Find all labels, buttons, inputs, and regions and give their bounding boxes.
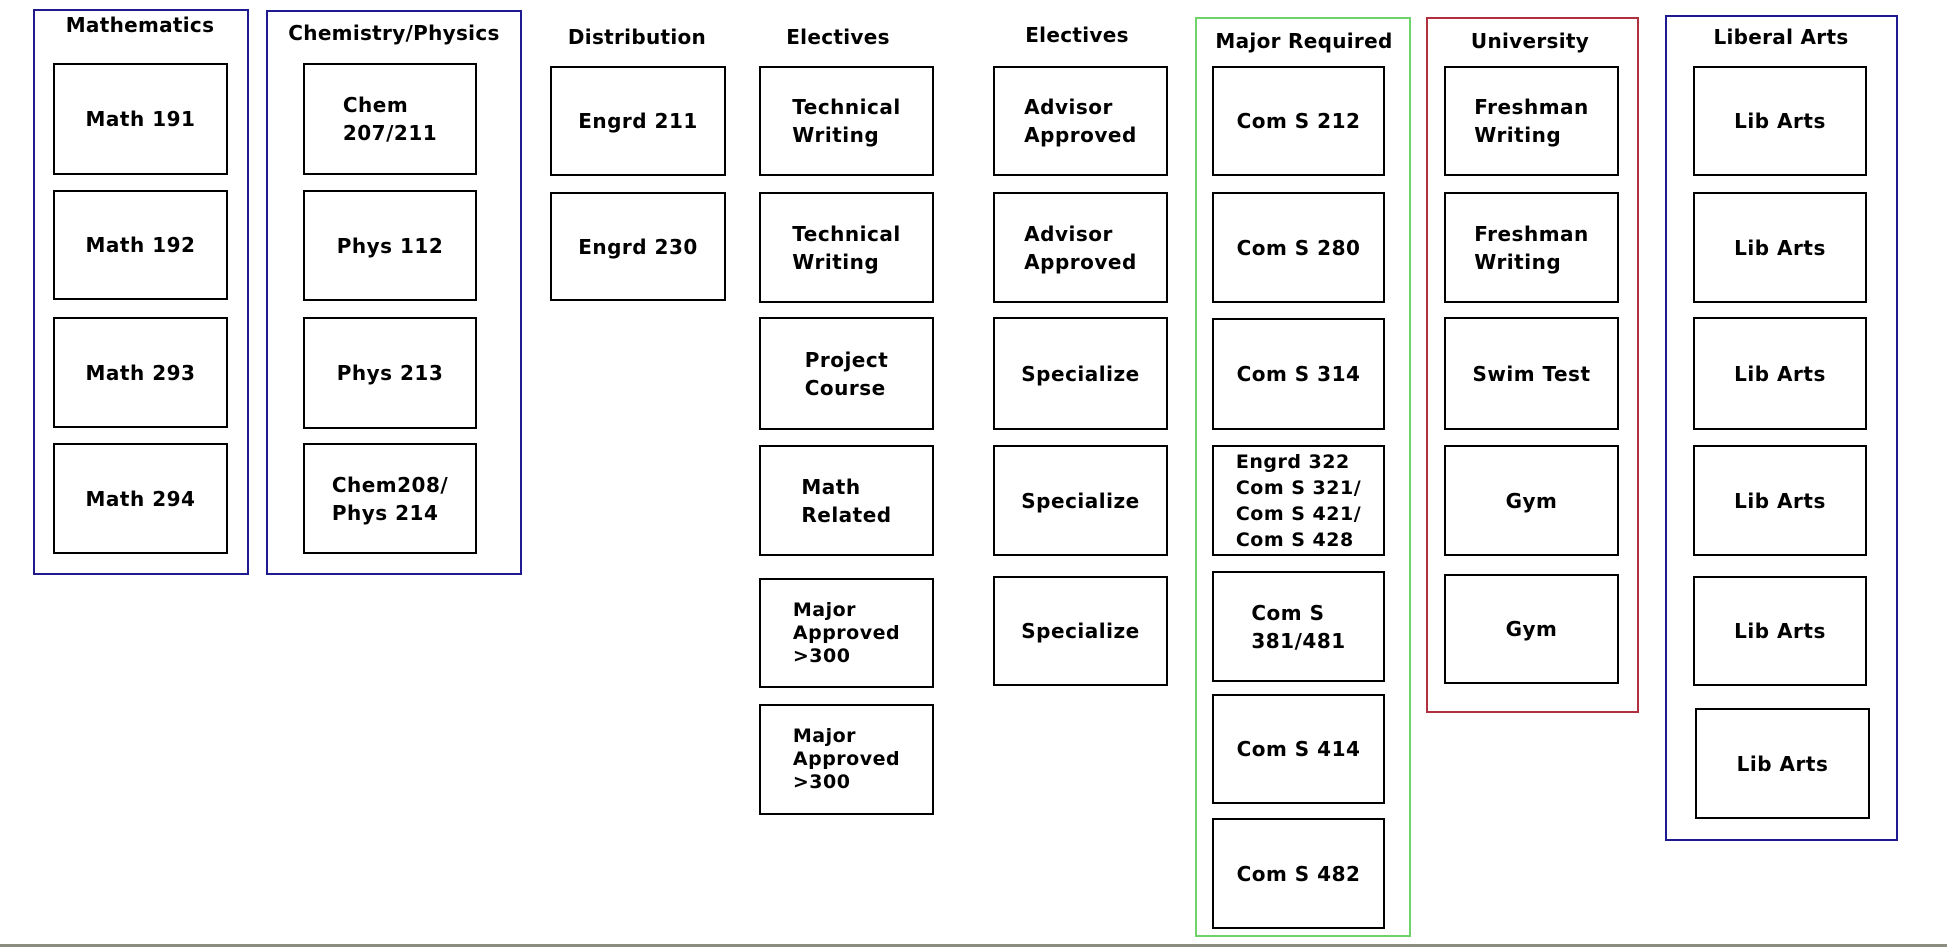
course-label: Math 191	[85, 107, 196, 131]
course-box[interactable]: Math 293	[53, 317, 228, 428]
course-label: Chem 207/211	[342, 93, 438, 145]
course-box[interactable]: Chem 207/211	[303, 63, 477, 175]
course-label: Project Course	[804, 347, 889, 400]
course-box[interactable]: Com S 212	[1212, 66, 1385, 176]
course-box[interactable]: Specialize	[993, 317, 1168, 430]
course-label: Freshman Writing	[1474, 95, 1589, 147]
course-box[interactable]: Engrd 230	[550, 192, 726, 301]
course-label: Lib Arts	[1734, 488, 1826, 513]
course-box[interactable]: Gym	[1444, 574, 1619, 684]
course-label: Freshman Writing	[1474, 221, 1589, 274]
course-box[interactable]: Gym	[1444, 445, 1619, 556]
course-label: Gym	[1505, 617, 1558, 641]
course-label: Chem208/ Phys 214	[331, 472, 449, 525]
course-box[interactable]: Lib Arts	[1693, 192, 1867, 303]
course-label: Lib Arts	[1734, 619, 1826, 643]
course-box[interactable]: Specialize	[993, 576, 1168, 686]
course-label: Com S 314	[1236, 362, 1361, 386]
course-box[interactable]: Com S 482	[1212, 818, 1385, 929]
course-box[interactable]: Technical Writing	[759, 66, 934, 176]
course-label: Specialize	[1021, 619, 1140, 643]
course-box[interactable]: Swim Test	[1444, 317, 1619, 430]
course-box[interactable]: Lib Arts	[1693, 445, 1867, 556]
course-box[interactable]: Phys 112	[303, 190, 477, 301]
course-box[interactable]: Engrd 322 Com S 321/ Com S 421/ Com S 42…	[1212, 445, 1385, 556]
course-box[interactable]: Math 294	[53, 443, 228, 554]
course-box[interactable]: Math Related	[759, 445, 934, 556]
course-label: Com S 381/481	[1251, 600, 1346, 653]
header-university: University	[1470, 29, 1590, 53]
course-label: Swim Test	[1472, 361, 1591, 386]
header-major-required: Major Required	[1215, 29, 1393, 53]
course-box[interactable]: Specialize	[993, 445, 1168, 556]
course-box[interactable]: Lib Arts	[1695, 708, 1870, 819]
course-label: Phys 213	[336, 361, 444, 385]
course-label: Major Approved >300	[792, 725, 901, 793]
header-distribution: Distribution	[567, 25, 707, 49]
course-box[interactable]: Freshman Writing	[1444, 66, 1619, 176]
course-label: Com S 414	[1236, 737, 1361, 761]
header-liberal-arts: Liberal Arts	[1713, 25, 1849, 49]
course-label: Specialize	[1021, 361, 1140, 386]
course-box[interactable]: Engrd 211	[550, 66, 726, 176]
course-box[interactable]: Com S 414	[1212, 694, 1385, 804]
course-label: Advisor Approved	[1024, 95, 1137, 147]
course-box[interactable]: Lib Arts	[1693, 66, 1867, 176]
course-box[interactable]: Advisor Approved	[993, 66, 1168, 176]
course-label: Technical Writing	[792, 221, 901, 274]
course-label: Math 192	[85, 233, 196, 257]
course-label: Major Approved >300	[792, 598, 901, 667]
group-university	[1426, 17, 1639, 713]
course-label: Engrd 211	[578, 109, 698, 133]
course-box[interactable]: Com S 381/481	[1212, 571, 1385, 682]
header-mathematics: Mathematics	[65, 13, 215, 37]
course-label: Lib Arts	[1734, 235, 1826, 260]
course-label: Phys 112	[336, 233, 444, 258]
course-label: Gym	[1505, 488, 1558, 513]
header-electives-1: Electives	[786, 25, 890, 49]
course-label: Com S 280	[1236, 235, 1361, 260]
group-mathematics	[33, 9, 249, 575]
course-box[interactable]: Major Approved >300	[759, 704, 934, 815]
course-box[interactable]: Project Course	[759, 317, 934, 430]
course-box[interactable]: Chem208/ Phys 214	[303, 443, 477, 554]
course-label: Com S 212	[1236, 109, 1361, 133]
course-label: Advisor Approved	[1024, 221, 1137, 274]
course-box[interactable]: Lib Arts	[1693, 576, 1867, 686]
course-label: Math 294	[85, 486, 196, 511]
course-label: Lib Arts	[1734, 109, 1826, 133]
group-liberal-arts	[1665, 15, 1898, 841]
course-label: Specialize	[1021, 488, 1140, 513]
course-box[interactable]: Major Approved >300	[759, 578, 934, 688]
bottom-border	[0, 944, 1947, 947]
group-chemistry-physics	[266, 10, 522, 575]
course-label: Math Related	[801, 474, 892, 527]
course-box[interactable]: Advisor Approved	[993, 192, 1168, 303]
course-label: Engrd 322 Com S 321/ Com S 421/ Com S 42…	[1235, 450, 1362, 551]
course-box[interactable]: Freshman Writing	[1444, 192, 1619, 303]
header-chemistry-physics: Chemistry/Physics	[288, 21, 500, 45]
course-label: Lib Arts	[1734, 361, 1826, 386]
group-major-required	[1195, 17, 1411, 937]
header-electives-2: Electives	[1025, 23, 1129, 47]
course-label: Engrd 230	[578, 234, 698, 259]
course-label: Com S 482	[1236, 861, 1361, 886]
course-label: Lib Arts	[1736, 751, 1829, 776]
course-box[interactable]: Lib Arts	[1693, 317, 1867, 430]
course-label: Math 293	[85, 360, 196, 385]
course-box[interactable]: Math 191	[53, 63, 228, 175]
course-box[interactable]: Phys 213	[303, 317, 477, 429]
course-box[interactable]: Com S 314	[1212, 318, 1385, 430]
course-box[interactable]: Technical Writing	[759, 192, 934, 303]
course-label: Technical Writing	[792, 95, 901, 147]
course-box[interactable]: Com S 280	[1212, 192, 1385, 303]
course-box[interactable]: Math 192	[53, 190, 228, 300]
